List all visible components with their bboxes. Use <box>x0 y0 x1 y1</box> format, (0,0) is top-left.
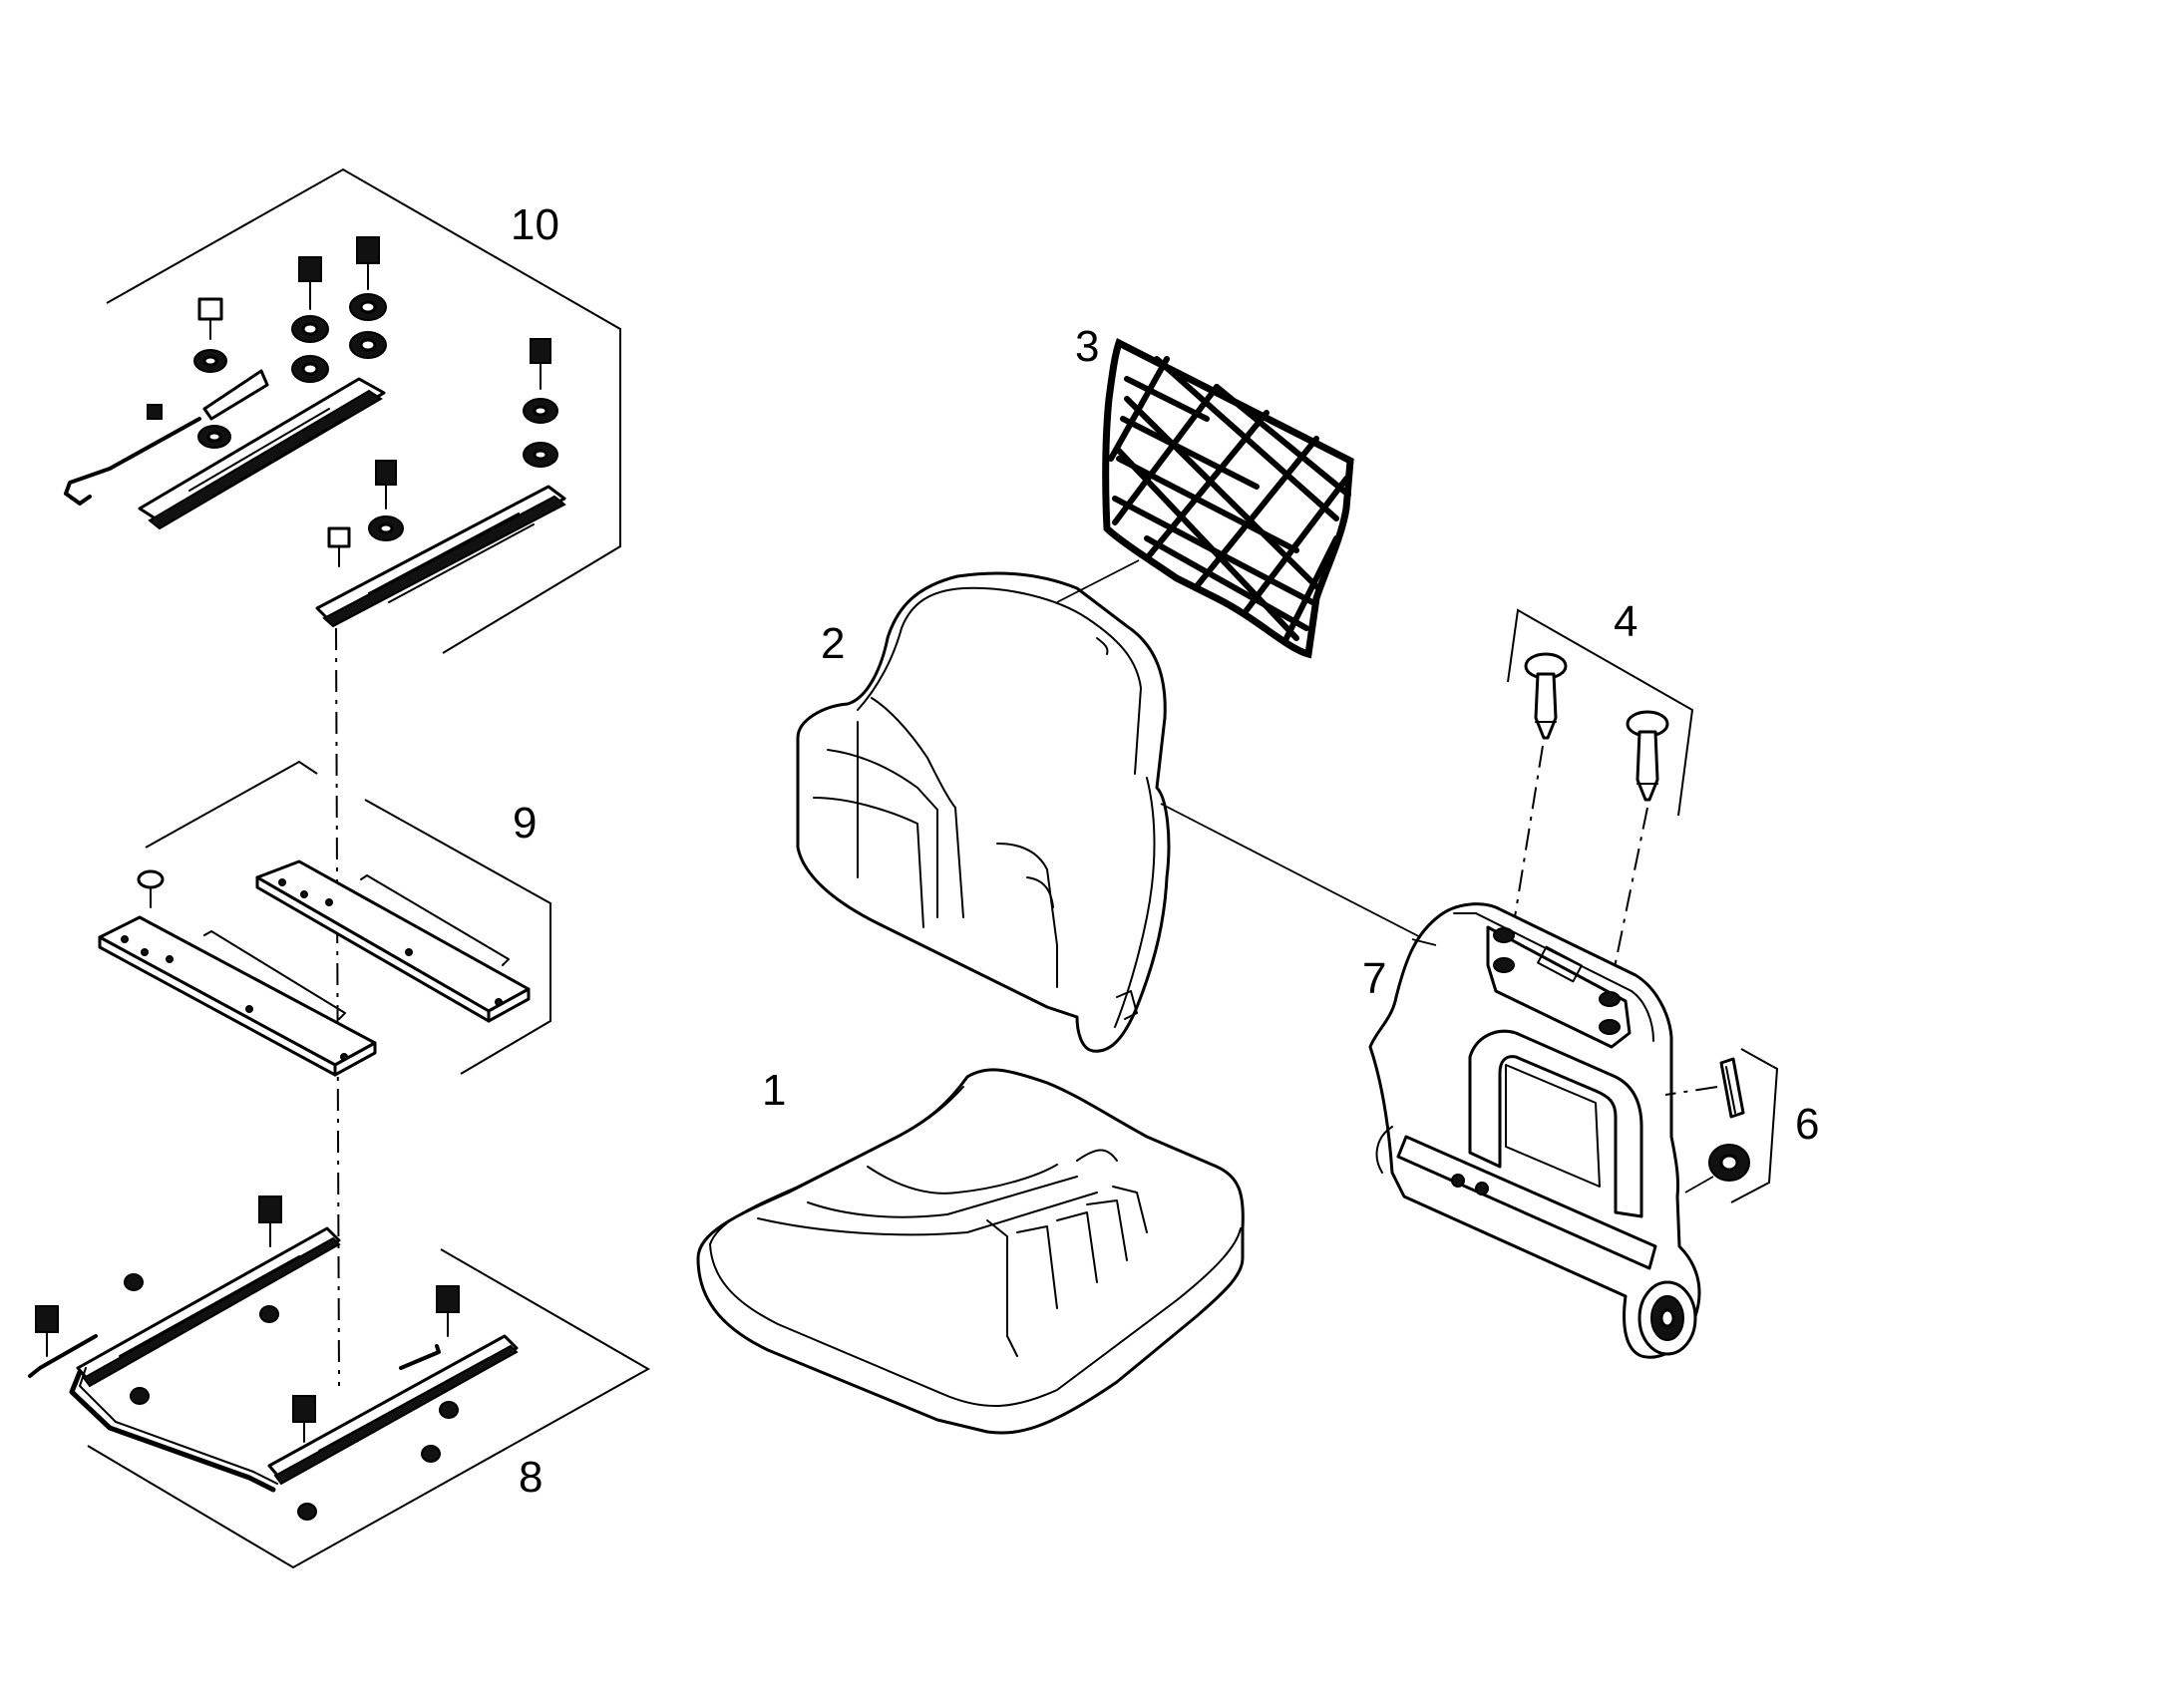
pin-axis <box>1664 1086 1718 1096</box>
part-group-10: 10 <box>64 168 621 654</box>
adapter-plate-right <box>255 859 531 1023</box>
knob-leader <box>1684 1176 1714 1194</box>
backrest-cushion <box>796 571 1171 1053</box>
push-rivet-right <box>1626 710 1669 802</box>
alignment-line-left <box>335 627 340 1387</box>
bolt-stack-d <box>523 338 558 468</box>
rivet-axis-right <box>1612 807 1648 978</box>
storage-net <box>1056 338 1354 659</box>
bolt-stack-a <box>193 297 269 449</box>
lever-pin <box>1719 1057 1745 1119</box>
part-group-8: 8 <box>28 1196 651 1569</box>
part-group-4: 4 <box>1507 597 1694 978</box>
countersunk-screw <box>137 869 165 908</box>
bolt-stack-b <box>291 256 329 383</box>
bolt-stack-e <box>368 460 404 541</box>
handwheel <box>1637 1280 1697 1356</box>
callout-1: 1 <box>762 1066 786 1115</box>
slide-rail-lower-right <box>267 1334 519 1486</box>
adapter-plate-left <box>98 915 377 1077</box>
bolt-stack-c <box>349 236 387 359</box>
knob-nut <box>1708 1144 1750 1182</box>
part-group-6: 6 <box>1664 1048 1819 1203</box>
push-rivet-left <box>1524 652 1568 740</box>
bolt-f <box>327 526 351 567</box>
group-9-bracket-left <box>145 760 318 849</box>
callout-9: 9 <box>513 799 537 848</box>
backrest-leader <box>1160 803 1437 946</box>
frame-leader-7 <box>1411 938 1437 946</box>
backrest-frame <box>1368 902 1701 1359</box>
lower-fasteners <box>35 1196 460 1521</box>
adjust-lever <box>64 404 201 506</box>
callout-3: 3 <box>1075 322 1099 371</box>
group-6-bracket <box>1730 1048 1779 1203</box>
rivet-axis-left <box>1512 745 1544 930</box>
callout-2: 2 <box>821 619 845 668</box>
slide-rail-lower-left <box>76 1226 341 1388</box>
connecting-bar <box>69 1367 278 1493</box>
callout-7: 7 <box>1362 954 1386 1003</box>
callout-4: 4 <box>1614 597 1637 646</box>
part-group-9: 9 <box>98 760 551 1077</box>
net-leader <box>1056 559 1140 603</box>
group-8-bracket <box>87 1248 651 1569</box>
callout-6: 6 <box>1795 1100 1819 1149</box>
group-10-bracket <box>106 168 621 654</box>
callout-8: 8 <box>519 1453 543 1502</box>
slide-rail-upper-left <box>138 377 386 530</box>
callout-10: 10 <box>511 200 559 249</box>
group-4-bracket <box>1507 608 1694 817</box>
group-9-bracket-right <box>364 799 551 1075</box>
slide-rail-upper-right <box>315 485 566 628</box>
release-handle <box>28 1334 441 1378</box>
seat-cushion <box>696 1068 1245 1435</box>
